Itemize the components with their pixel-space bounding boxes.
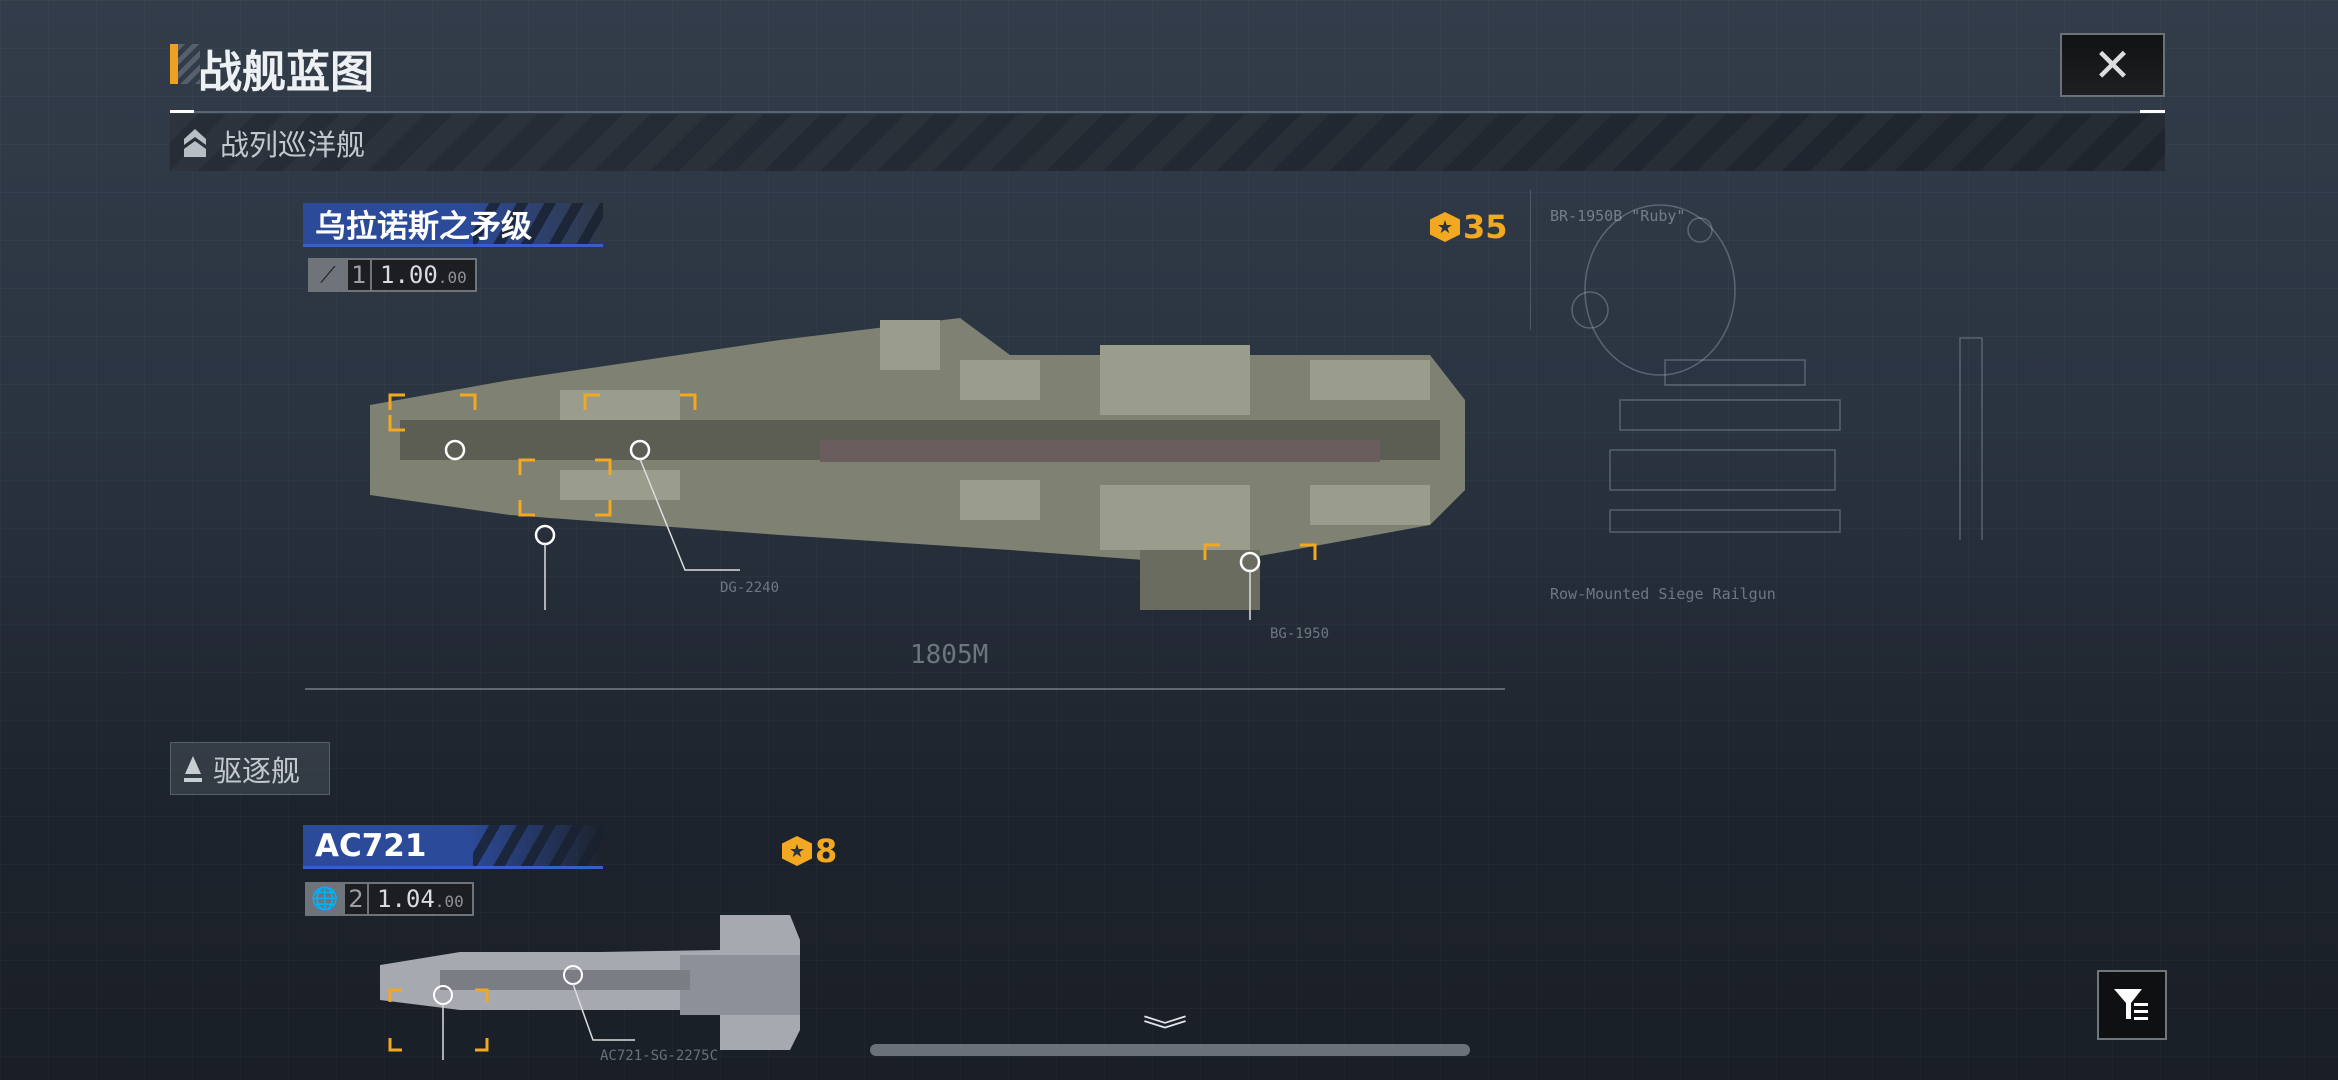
category-label: 驱逐舰 (213, 753, 301, 788)
ship-tier: 1 (348, 260, 370, 290)
destroyer-triangle-icon (184, 755, 202, 782)
ship-stats: 🌐 2 1.04.00 (305, 882, 474, 916)
divider (170, 111, 2165, 113)
ship-value: 1.00.00 (372, 260, 475, 290)
faction-icon: ⟋ (320, 262, 336, 288)
title-stripe (178, 44, 200, 84)
divider-highlight (170, 110, 194, 113)
ship-name: 乌拉诺斯之矛级 (315, 209, 532, 245)
railgun-annotation: Row-Mounted Siege Railgun (1550, 585, 1776, 603)
callout-label: BG-1950 (1270, 626, 1330, 642)
filter-icon (2114, 989, 2148, 1020)
battlecruiser-chevron-icon (184, 128, 206, 157)
page-title: 战舰蓝图 (198, 47, 374, 98)
ship-length: 1805M (910, 640, 989, 670)
divider-highlight-right (2140, 110, 2165, 113)
title-accent (170, 44, 178, 84)
category-header-destroyer[interactable]: 驱逐舰 (170, 742, 330, 795)
callout-label: AC721-SG-2275C (600, 1048, 719, 1064)
close-button[interactable]: ✕ (2060, 33, 2165, 97)
ship-value: 1.04.00 (369, 884, 472, 914)
ship-name: AC721 (315, 827, 427, 864)
filter-button[interactable] (2097, 970, 2167, 1040)
ship-name-banner[interactable]: AC721 (303, 825, 603, 869)
home-indicator-bar[interactable] (870, 1044, 1470, 1056)
rank-star-icon: ★ (782, 836, 812, 866)
globe-icon: 🌐 (311, 886, 339, 912)
ship-name-banner[interactable]: 乌拉诺斯之矛级 (303, 203, 603, 247)
ship-tier: 2 (345, 884, 367, 914)
scroll-down-chevron-icon[interactable]: ︾ (1142, 1014, 1188, 1049)
category-label: 战列巡洋舰 (220, 127, 366, 162)
weapon-annotation-title: BR-1950B "Ruby" (1550, 207, 1686, 225)
length-ruler (305, 688, 1505, 690)
rank-star-icon: ★ (1430, 212, 1460, 242)
ship-rank: ★35 (1430, 208, 1508, 246)
blueprint-schematic (1530, 190, 1983, 540)
close-icon: ✕ (2093, 38, 2132, 92)
ship-stats: ⟋ 1 1.00.00 (308, 258, 477, 292)
ship-rank: ★8 (782, 832, 837, 870)
ship-model-destroyer[interactable] (380, 910, 810, 1060)
category-header-battlecruiser[interactable]: 战列巡洋舰 (170, 114, 2165, 171)
ship-model-battlecruiser[interactable] (360, 300, 1480, 620)
callout-label: DG-2240 (720, 580, 780, 596)
